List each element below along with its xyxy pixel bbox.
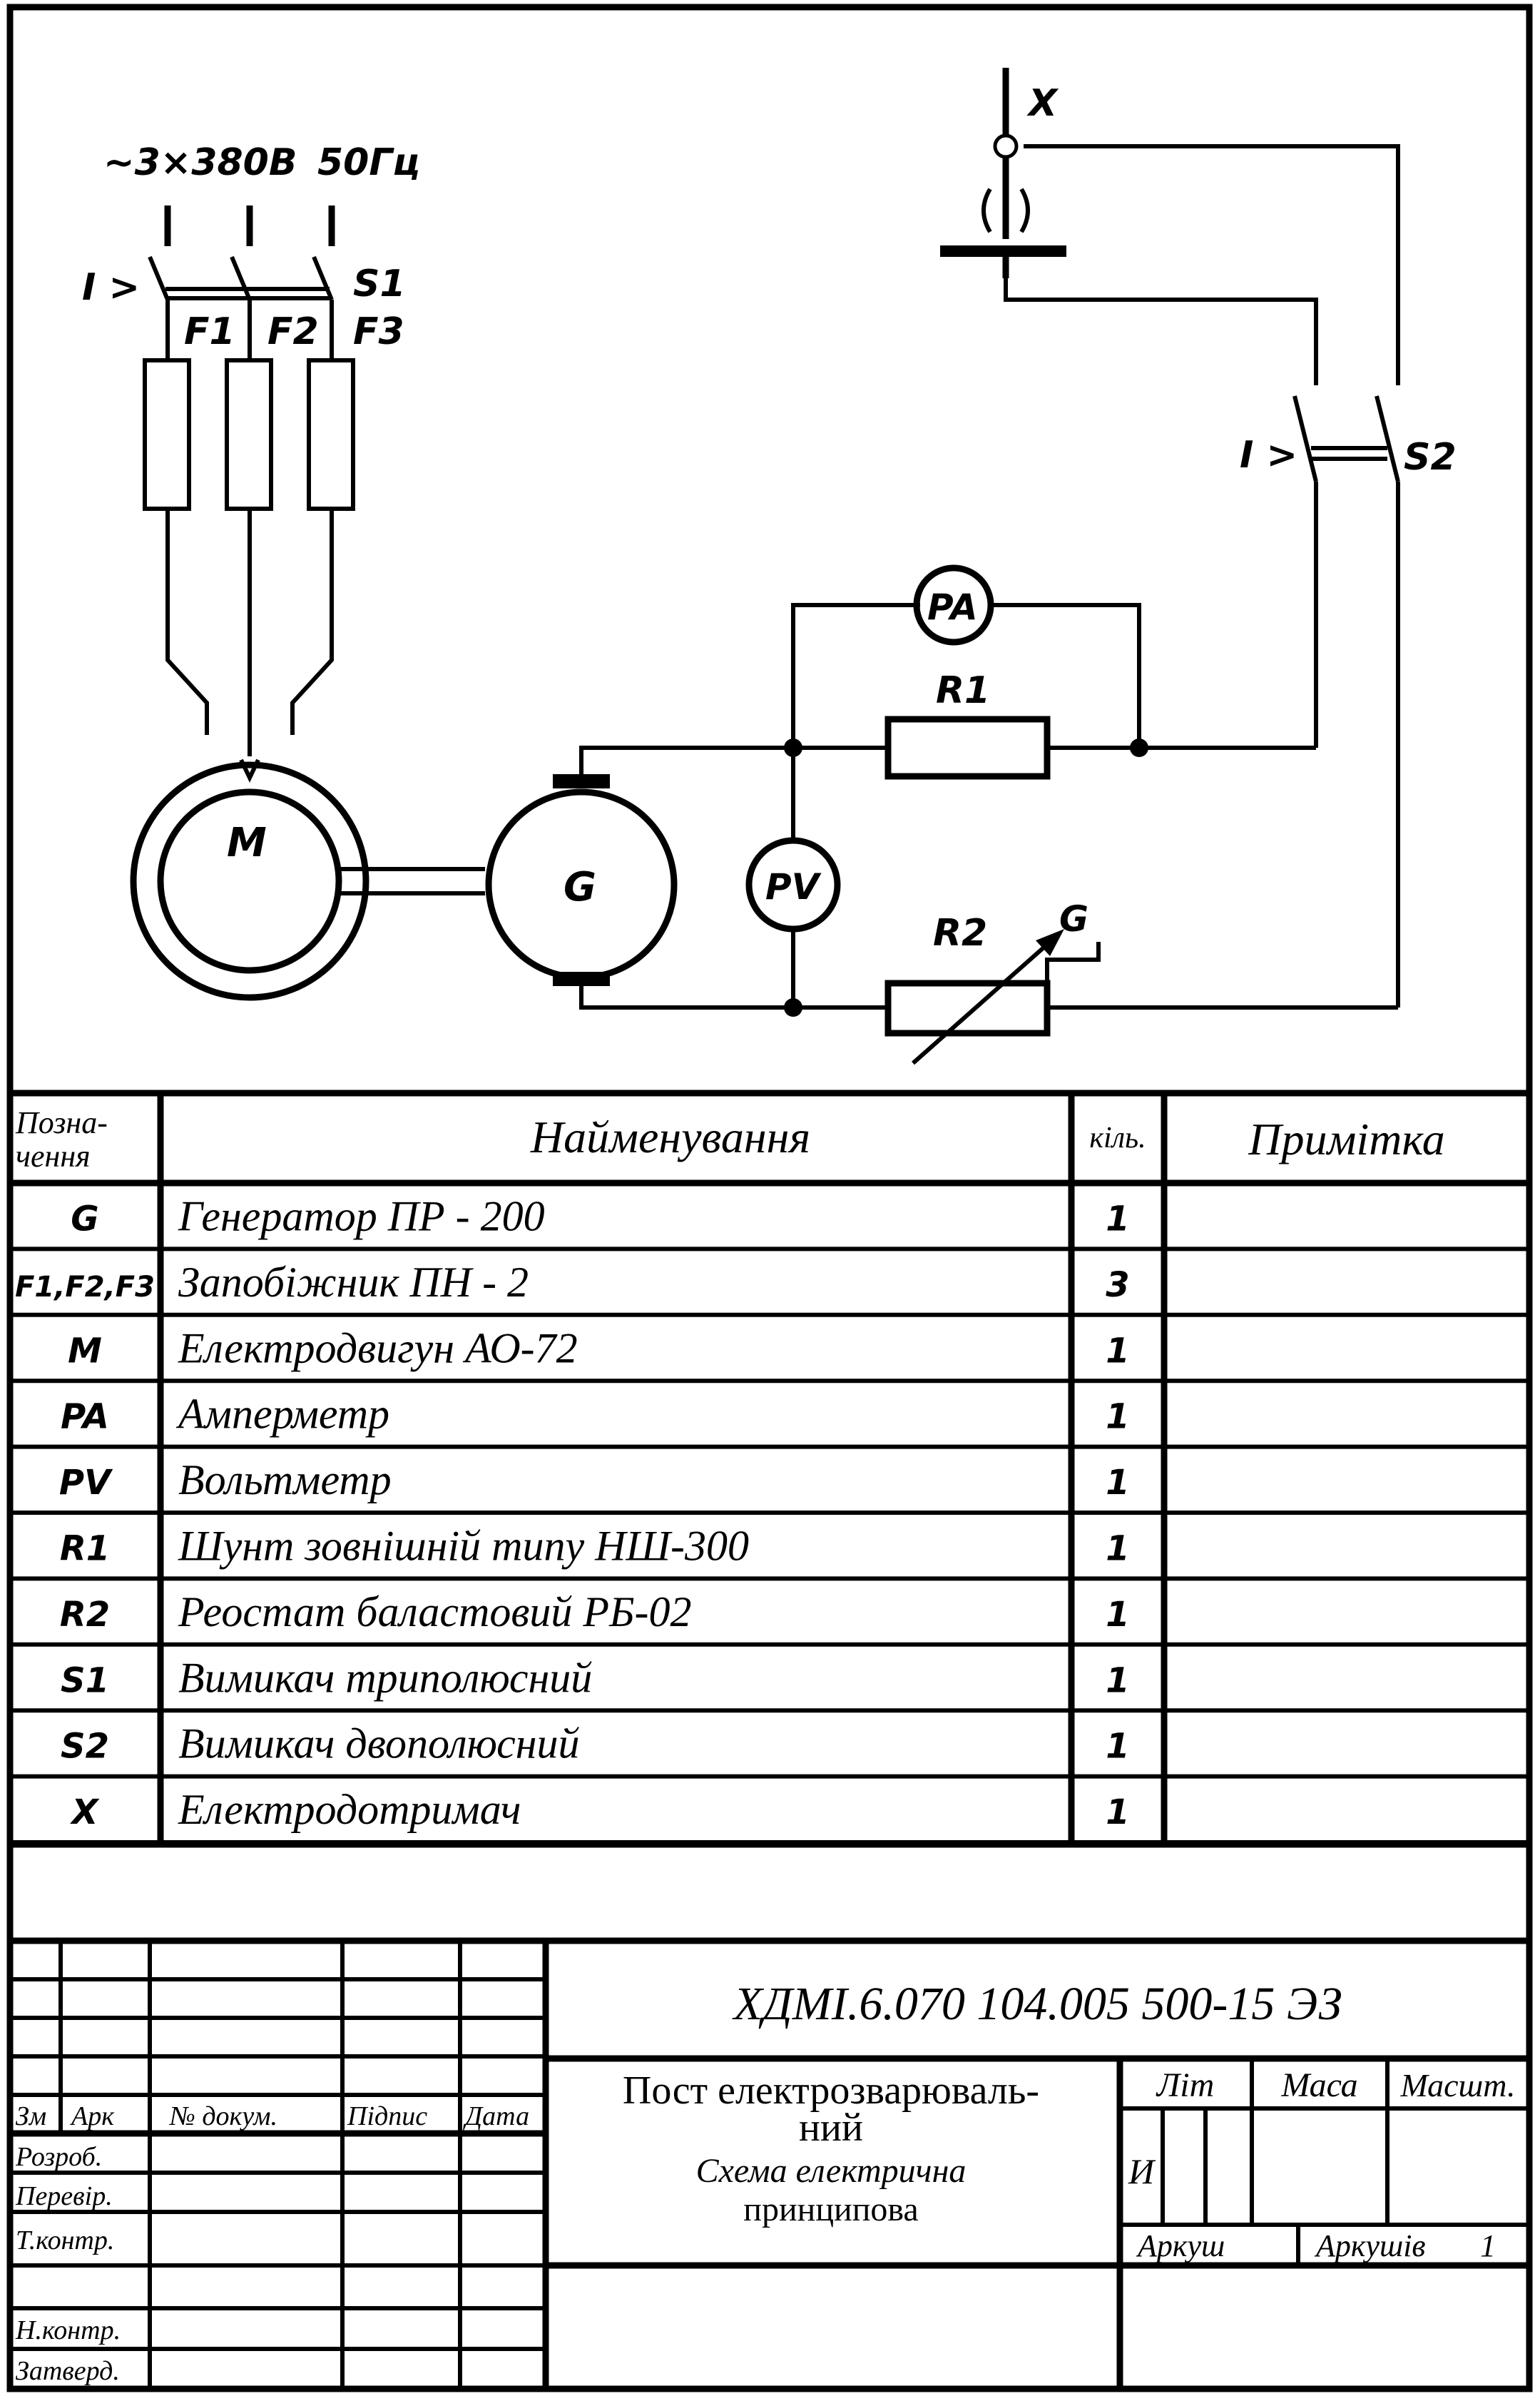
lit-label: Літ bbox=[1156, 2066, 1215, 2104]
fuse-label-f2: F2 bbox=[267, 310, 319, 353]
row-qty: 1 bbox=[1106, 1397, 1129, 1437]
schematic: ~3×380В 50Гц I > S1 F1 F2 F3 bbox=[82, 68, 1457, 1065]
row-qty: 1 bbox=[1106, 1529, 1129, 1569]
sheet-frame bbox=[6, 4, 1533, 2392]
row-name: Електродвигун АО-72 bbox=[178, 1324, 578, 1371]
role-norm-control: Н.контр. bbox=[15, 2315, 121, 2345]
col-doc-number: № докум. bbox=[168, 2101, 277, 2131]
row-name: Генератор ПР - 200 bbox=[178, 1193, 545, 1240]
col-signature: Підпис bbox=[347, 2101, 427, 2131]
supply-frequency-label: 50Гц bbox=[317, 141, 420, 184]
role-approved: Затверд. bbox=[16, 2356, 120, 2386]
row-qty: 1 bbox=[1106, 1463, 1129, 1503]
scale-label: Масшт. bbox=[1399, 2067, 1515, 2103]
ammeter-pa bbox=[913, 564, 994, 646]
row-name: Вимикач двополюсний bbox=[178, 1720, 580, 1767]
row-designation: F1,F2,F3 bbox=[15, 1271, 155, 1304]
col-date: Дата bbox=[463, 2101, 529, 2131]
header-designation-line1: Позна- bbox=[15, 1105, 108, 1140]
row-qty: 1 bbox=[1106, 1792, 1129, 1832]
generator-label: G bbox=[564, 864, 596, 910]
drawing-title-line1: Пост електрозварюваль- bbox=[623, 2068, 1039, 2113]
supply-voltage-label: ~3×380В bbox=[103, 141, 297, 184]
row-designation: M bbox=[68, 1331, 102, 1371]
row-qty: 1 bbox=[1106, 1660, 1129, 1700]
header-note: Примітка bbox=[1248, 1114, 1444, 1164]
breaker-s1-symbol: I > bbox=[82, 266, 140, 309]
row-designation: X bbox=[69, 1792, 99, 1832]
motor-generator-shaft bbox=[335, 867, 485, 895]
row-name: Амперметр bbox=[175, 1391, 389, 1438]
voltmeter-label: PV bbox=[765, 866, 822, 908]
parts-list-table: Позна- чення Найменування кіль. Примітка… bbox=[10, 1090, 1529, 1848]
row-designation: R1 bbox=[60, 1529, 110, 1569]
row-designation: PA bbox=[61, 1397, 109, 1437]
role-checked: Перевір. bbox=[15, 2181, 113, 2211]
supply-terminals bbox=[164, 205, 335, 246]
shunt-label: R1 bbox=[936, 669, 990, 712]
fuse-label-f3: F3 bbox=[353, 310, 404, 353]
fuses bbox=[143, 358, 355, 511]
row-designation: S1 bbox=[61, 1660, 109, 1700]
row-name: Реостат баластовий РБ-02 bbox=[178, 1588, 691, 1635]
row-qty: 3 bbox=[1106, 1265, 1129, 1305]
col-change: Зм bbox=[16, 2101, 46, 2131]
sheet-label: Аркуш bbox=[1136, 2228, 1225, 2263]
col-sheet: Арк bbox=[69, 2101, 115, 2131]
holder-label: X bbox=[1026, 82, 1059, 125]
role-tech-control: Т.контр. bbox=[16, 2225, 114, 2255]
rheostat-r2 bbox=[884, 929, 1101, 1065]
breaker-s2-label: S2 bbox=[1404, 436, 1457, 479]
motor-label: M bbox=[227, 820, 267, 866]
breaker-s2 bbox=[1004, 144, 1400, 482]
row-designation: R2 bbox=[60, 1595, 110, 1635]
breaker-s1 bbox=[148, 255, 334, 360]
drawing-title-line4: принципова bbox=[743, 2191, 918, 2228]
motor-m bbox=[130, 761, 369, 1001]
header-designation-line2: чення bbox=[16, 1139, 91, 1174]
welding-circuit-wires bbox=[579, 482, 1400, 1017]
row-designation: S2 bbox=[61, 1727, 109, 1767]
row-name: Вимикач триполюсний bbox=[178, 1654, 592, 1701]
row-name: Шунт зовнішній типу НШ-300 bbox=[178, 1523, 749, 1570]
breaker-s1-label: S1 bbox=[353, 263, 406, 305]
title-block: Зм Арк № докум. Підпис Дата Розроб. Пере… bbox=[10, 1937, 1529, 2389]
electrode-holder-x bbox=[940, 68, 1066, 278]
row-qty: 1 bbox=[1106, 1727, 1129, 1767]
generator-g bbox=[485, 774, 678, 986]
row-name: Електродотримач bbox=[178, 1786, 521, 1833]
row-qty: 1 bbox=[1106, 1595, 1129, 1635]
sheets-label: Аркушів bbox=[1314, 2228, 1426, 2263]
drawing-title-line3: Схема електрична bbox=[696, 2152, 967, 2190]
ammeter-label: PA bbox=[927, 587, 978, 628]
drawing-title-line2: ний bbox=[799, 2106, 863, 2150]
document-number: ХДМІ.6.070 104.005 500-15 ЭЗ bbox=[732, 1978, 1342, 2030]
rheostat-adjust-label: G bbox=[1059, 898, 1088, 940]
row-designation: G bbox=[71, 1199, 98, 1239]
header-qty: кіль. bbox=[1089, 1122, 1146, 1154]
row-qty: 1 bbox=[1106, 1331, 1129, 1371]
row-qty: 1 bbox=[1106, 1199, 1129, 1239]
fuse-label-f1: F1 bbox=[184, 310, 235, 353]
row-name: Запобіжник ПН - 2 bbox=[178, 1259, 529, 1306]
shunt-r1 bbox=[884, 716, 1051, 780]
mass-label: Маса bbox=[1280, 2066, 1357, 2104]
motor-supply-wires bbox=[165, 509, 334, 783]
header-name: Найменування bbox=[530, 1112, 810, 1162]
rheostat-label: R2 bbox=[933, 912, 987, 955]
voltmeter-pv bbox=[745, 837, 841, 933]
lit-value: И bbox=[1128, 2151, 1156, 2191]
row-designation: PV bbox=[59, 1463, 113, 1503]
role-developed: Розроб. bbox=[15, 2142, 102, 2172]
breaker-s2-symbol: I > bbox=[1240, 434, 1297, 477]
row-name: Вольтметр bbox=[178, 1456, 392, 1503]
sheets-value: 1 bbox=[1480, 2228, 1496, 2263]
